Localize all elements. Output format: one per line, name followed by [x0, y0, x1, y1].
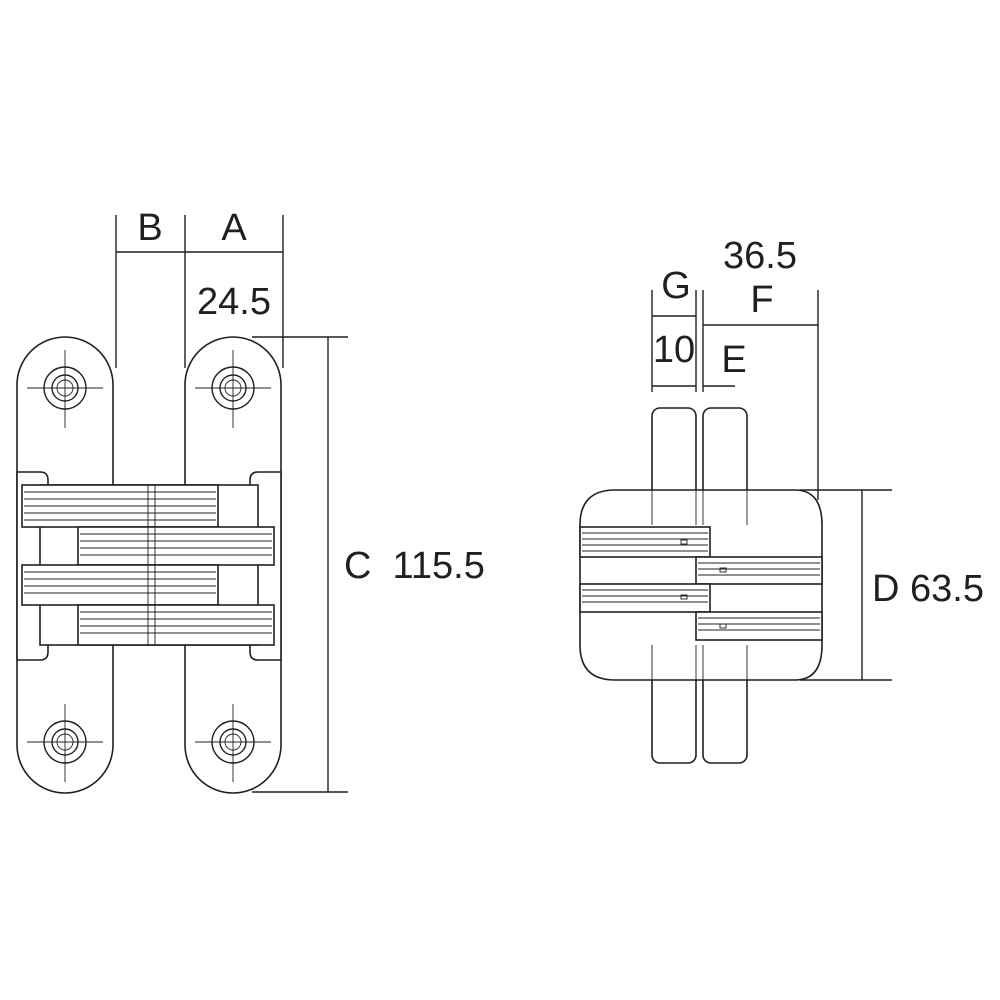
- label-a: A: [221, 207, 247, 249]
- dimension-b-a: [115, 215, 284, 368]
- label-f-total: 36.5: [723, 235, 797, 277]
- front-view: B A 24.5 C 115.5: [16, 207, 485, 794]
- screw-hole-top-left: [27, 350, 103, 428]
- screw-hole-top-right: [195, 350, 271, 428]
- label-g: G: [661, 265, 691, 307]
- label-f: F: [750, 279, 773, 321]
- knuckle-band-3: [21, 564, 219, 606]
- side-band-4: [695, 611, 823, 641]
- knuckle-band-1: [21, 484, 219, 528]
- label-a-value: 24.5: [197, 281, 271, 323]
- dimension-d: [800, 489, 892, 681]
- label-d: D 63.5: [872, 568, 984, 610]
- side-view: G 36.5 F 10 E D 63.5: [579, 235, 984, 764]
- screw-hole-bottom-left: [27, 704, 103, 782]
- dimension-c: [252, 336, 348, 793]
- side-band-2: [695, 556, 823, 585]
- knuckle-band-2: [77, 526, 275, 566]
- label-g-value: 10: [653, 329, 695, 371]
- label-e: E: [721, 339, 746, 381]
- screw-hole-bottom-right: [195, 704, 271, 782]
- knuckle-band-4: [77, 604, 275, 646]
- label-c: C 115.5: [344, 545, 485, 587]
- dimension-g-f-e: [651, 290, 819, 500]
- side-band-3: [579, 583, 711, 613]
- label-b: B: [137, 207, 162, 249]
- side-band-1: [579, 526, 711, 558]
